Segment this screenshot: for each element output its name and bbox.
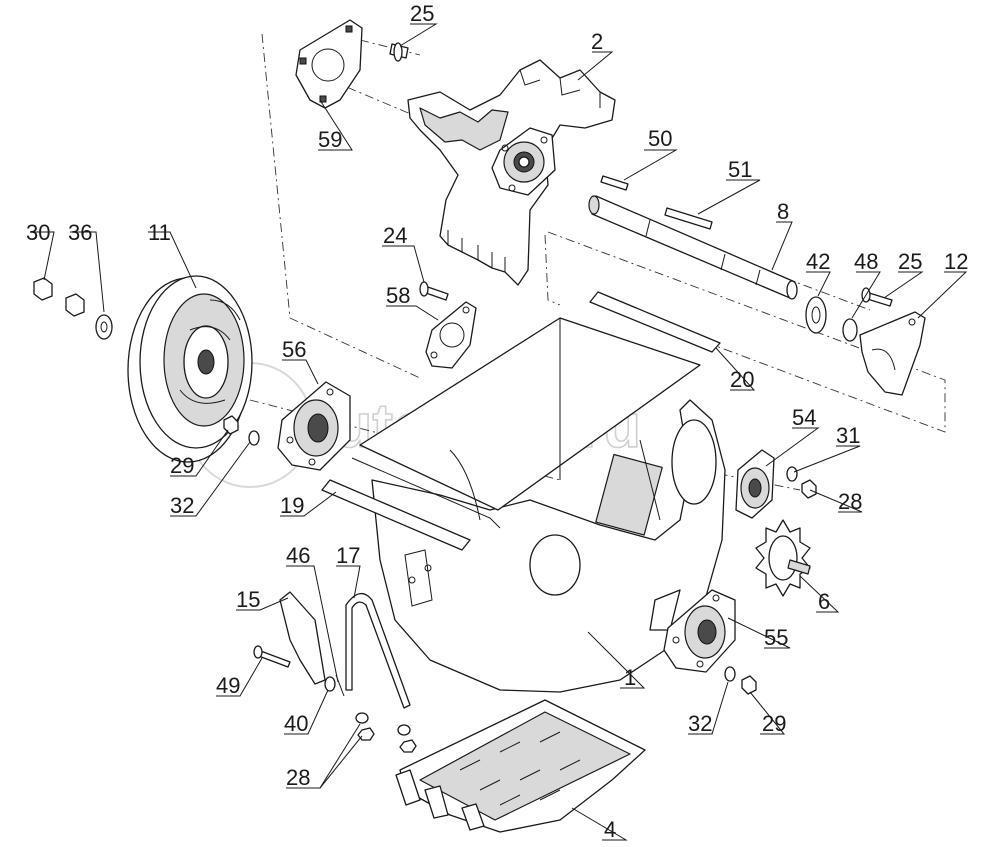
part-11-pulley: [127, 275, 253, 463]
callout-6: 6: [818, 589, 830, 614]
part-48-retaining-ring: [842, 318, 858, 342]
part-29-nut-left: [223, 415, 239, 435]
callout-54: 54: [792, 405, 816, 430]
part-12-bracket-plate: [859, 311, 926, 396]
part-36-washer: [95, 314, 113, 340]
callout-46: 46: [286, 543, 310, 568]
part-30-nut: [33, 277, 53, 301]
part-1-main-housing: [351, 317, 726, 693]
part-32-washer-left: [248, 430, 260, 446]
callout-42: 42: [806, 249, 830, 274]
callout-2: 2: [591, 29, 603, 54]
part-6-sprocket: [755, 519, 811, 597]
callout-11: 11: [148, 220, 171, 245]
part-49-bolt: [253, 645, 291, 668]
callout-24: 24: [383, 223, 407, 248]
part-32-washer-right: [724, 666, 736, 682]
callout-28-right: 28: [838, 489, 862, 514]
part-25-bolt-right: [861, 287, 893, 307]
callout-25-top: 25: [410, 1, 434, 26]
leader-lines: [30, 23, 968, 841]
part-15-bracket: [279, 591, 326, 685]
part-4-skid-plate: [395, 699, 646, 833]
callout-31: 31: [836, 423, 860, 448]
part-30-nut-2: [65, 293, 85, 317]
part-29-nut-right: [741, 675, 757, 695]
part-8-shaft: [588, 195, 798, 300]
part-51-long-key: [664, 207, 713, 230]
part-25-pin-top: [389, 42, 409, 62]
part-19-strip: [321, 479, 471, 551]
callout-labels: 25 2 59 50 51 8 24 58 30 36 11 42 48 25 …: [26, 1, 968, 842]
callout-50: 50: [648, 126, 672, 151]
part-24-bolt: [419, 281, 449, 301]
callout-17: 17: [336, 543, 360, 568]
part-28-nut-right: [801, 479, 817, 499]
callout-29-left: 29: [170, 453, 194, 478]
callout-49: 49: [216, 673, 240, 698]
callout-32-right: 32: [688, 711, 712, 736]
callout-32-left: 32: [170, 493, 194, 518]
callout-56: 56: [282, 337, 306, 362]
callout-1: 1: [624, 665, 636, 690]
callout-30: 30: [26, 220, 50, 245]
callout-51: 51: [728, 157, 752, 182]
callout-48: 48: [854, 249, 878, 274]
part-40-washer: [324, 676, 336, 692]
part-31-washer: [786, 466, 798, 482]
part-59-flange-plate: [295, 19, 363, 109]
part-42-washer: [805, 296, 827, 334]
callout-29-right: 29: [762, 711, 786, 736]
callout-28-bottom: 28: [286, 765, 310, 790]
part-28-nuts-bottom: [355, 712, 417, 753]
callout-15: 15: [236, 587, 260, 612]
part-55-bearing-flange: [663, 589, 736, 673]
callout-20: 20: [730, 367, 754, 392]
callout-25-right: 25: [898, 249, 922, 274]
part-56-bearing-flange: [277, 381, 351, 471]
part-50-key: [600, 175, 629, 191]
callout-40: 40: [284, 711, 308, 736]
callout-12: 12: [944, 249, 968, 274]
part-2-upper-bracket: [407, 59, 616, 286]
callout-19: 19: [280, 493, 304, 518]
part-54-bearing-flange: [735, 449, 775, 519]
callout-4: 4: [604, 817, 616, 842]
callout-58: 58: [386, 283, 410, 308]
callout-36: 36: [68, 220, 92, 245]
part-58-flange-plate: [425, 301, 477, 369]
part-20-strip: [589, 291, 721, 353]
callout-8: 8: [777, 199, 789, 224]
callout-59: 59: [318, 127, 342, 152]
callout-55: 55: [764, 625, 788, 650]
